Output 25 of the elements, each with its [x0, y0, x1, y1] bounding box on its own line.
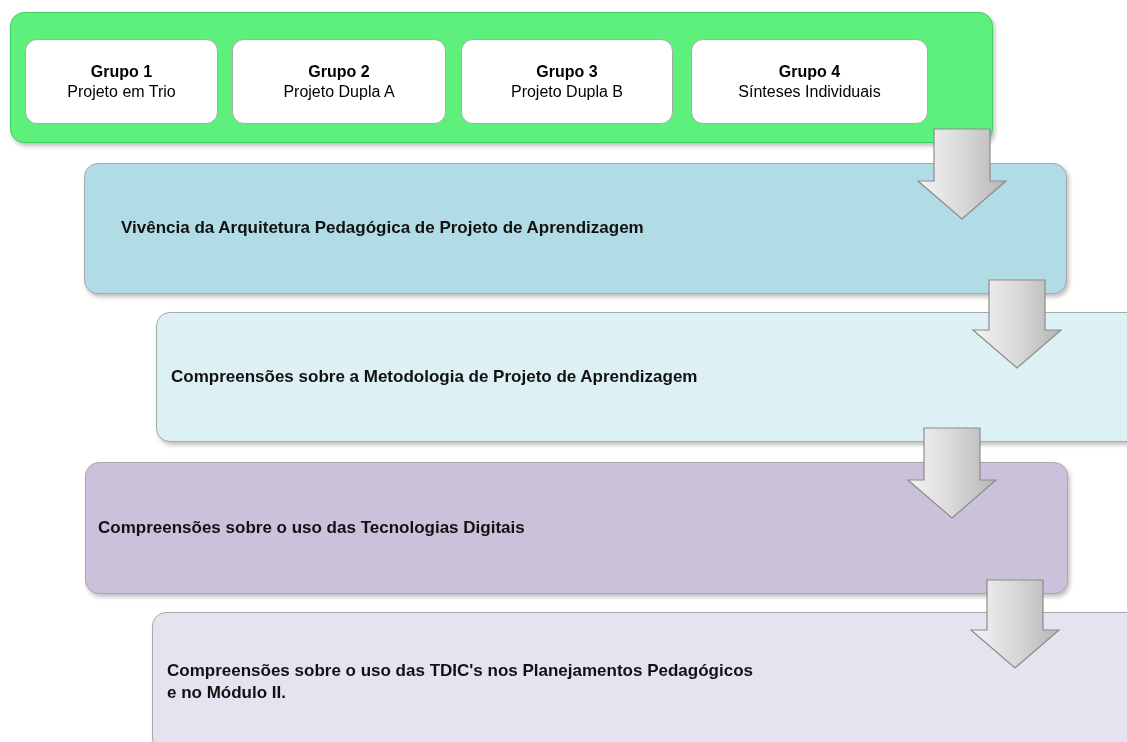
- group-title: Grupo 3: [536, 61, 598, 82]
- stage-box: [156, 312, 1127, 442]
- group-subtitle: Sínteses Individuais: [738, 81, 881, 102]
- group-subtitle: Projeto Dupla B: [510, 81, 624, 102]
- block-arrow: [906, 427, 998, 519]
- group-card: [691, 39, 928, 124]
- group-title: Grupo 1: [90, 61, 153, 82]
- stage-text: Compreensões sobre o uso das TDIC's nos Planejamentos Pedagógicos e no Módulo II.: [167, 659, 754, 704]
- stage-box: [84, 163, 1067, 294]
- stage-box: [85, 462, 1068, 594]
- group-card: [232, 39, 446, 124]
- stage-box: [152, 612, 1127, 742]
- block-arrow: [971, 279, 1063, 369]
- block-arrow: [969, 579, 1061, 669]
- group-card: [25, 39, 218, 124]
- group-title: Grupo 2: [308, 61, 370, 82]
- stage-text: Vivência da Arquitetura Pedagógica de Projeto de Aprendizagem: [121, 217, 644, 240]
- stage-text: Compreensões sobre o uso das Tecnologias Digitais: [98, 516, 525, 539]
- group-title: Grupo 4: [778, 61, 841, 82]
- group-card: [461, 39, 673, 124]
- block-arrow: [916, 128, 1008, 220]
- stage-text: Compreensões sobre a Metodologia de Projeto de Aprendizagem: [171, 365, 698, 388]
- group-panel: [10, 12, 993, 143]
- group-subtitle: Projeto Dupla A: [283, 81, 395, 102]
- group-subtitle: Projeto em Trio: [67, 81, 176, 102]
